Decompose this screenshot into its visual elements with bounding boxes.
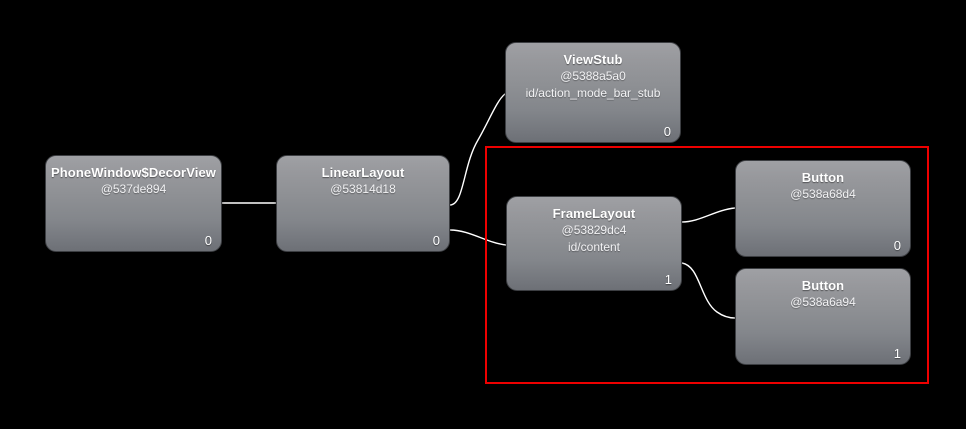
view-node-title: FrameLayout [552, 206, 636, 221]
view-node-child-count: 1 [664, 272, 672, 287]
view-node-title: PhoneWindow$DecorView [51, 165, 216, 180]
view-node-resource-id: id/action_mode_bar_stub [525, 86, 661, 100]
view-node-hash: @538a6a94 [790, 295, 856, 309]
selection-rectangle[interactable] [485, 146, 929, 384]
view-node-title: Button [801, 278, 845, 293]
view-node-hash: @538a68d4 [790, 187, 856, 201]
view-node-linearlayout[interactable]: LinearLayout @53814d18 0 [276, 155, 450, 252]
view-node-child-count: 0 [893, 238, 901, 253]
view-node-child-count: 0 [204, 233, 212, 248]
view-node-title: Button [801, 170, 845, 185]
view-node-button0[interactable]: Button @538a68d4 0 [735, 160, 911, 257]
view-node-framelayout[interactable]: FrameLayout @53829dc4 id/content 1 [506, 196, 682, 291]
view-node-child-count: 1 [893, 346, 901, 361]
view-node-viewstub[interactable]: ViewStub @5388a5a0 id/action_mode_bar_stub… [505, 42, 681, 143]
view-node-hash: @5388a5a0 [560, 69, 626, 83]
view-node-resource-id: id/content [567, 240, 621, 254]
view-node-button1[interactable]: Button @538a6a94 1 [735, 268, 911, 365]
view-node-decorview[interactable]: PhoneWindow$DecorView @537de894 0 [45, 155, 222, 252]
view-node-title: LinearLayout [321, 165, 405, 180]
view-node-hash: @53829dc4 [561, 223, 627, 237]
view-node-child-count: 0 [432, 233, 440, 248]
view-node-hash: @53814d18 [330, 182, 396, 196]
view-node-hash: @537de894 [100, 182, 167, 196]
view-node-title: ViewStub [563, 52, 623, 67]
view-node-child-count: 0 [663, 124, 671, 139]
